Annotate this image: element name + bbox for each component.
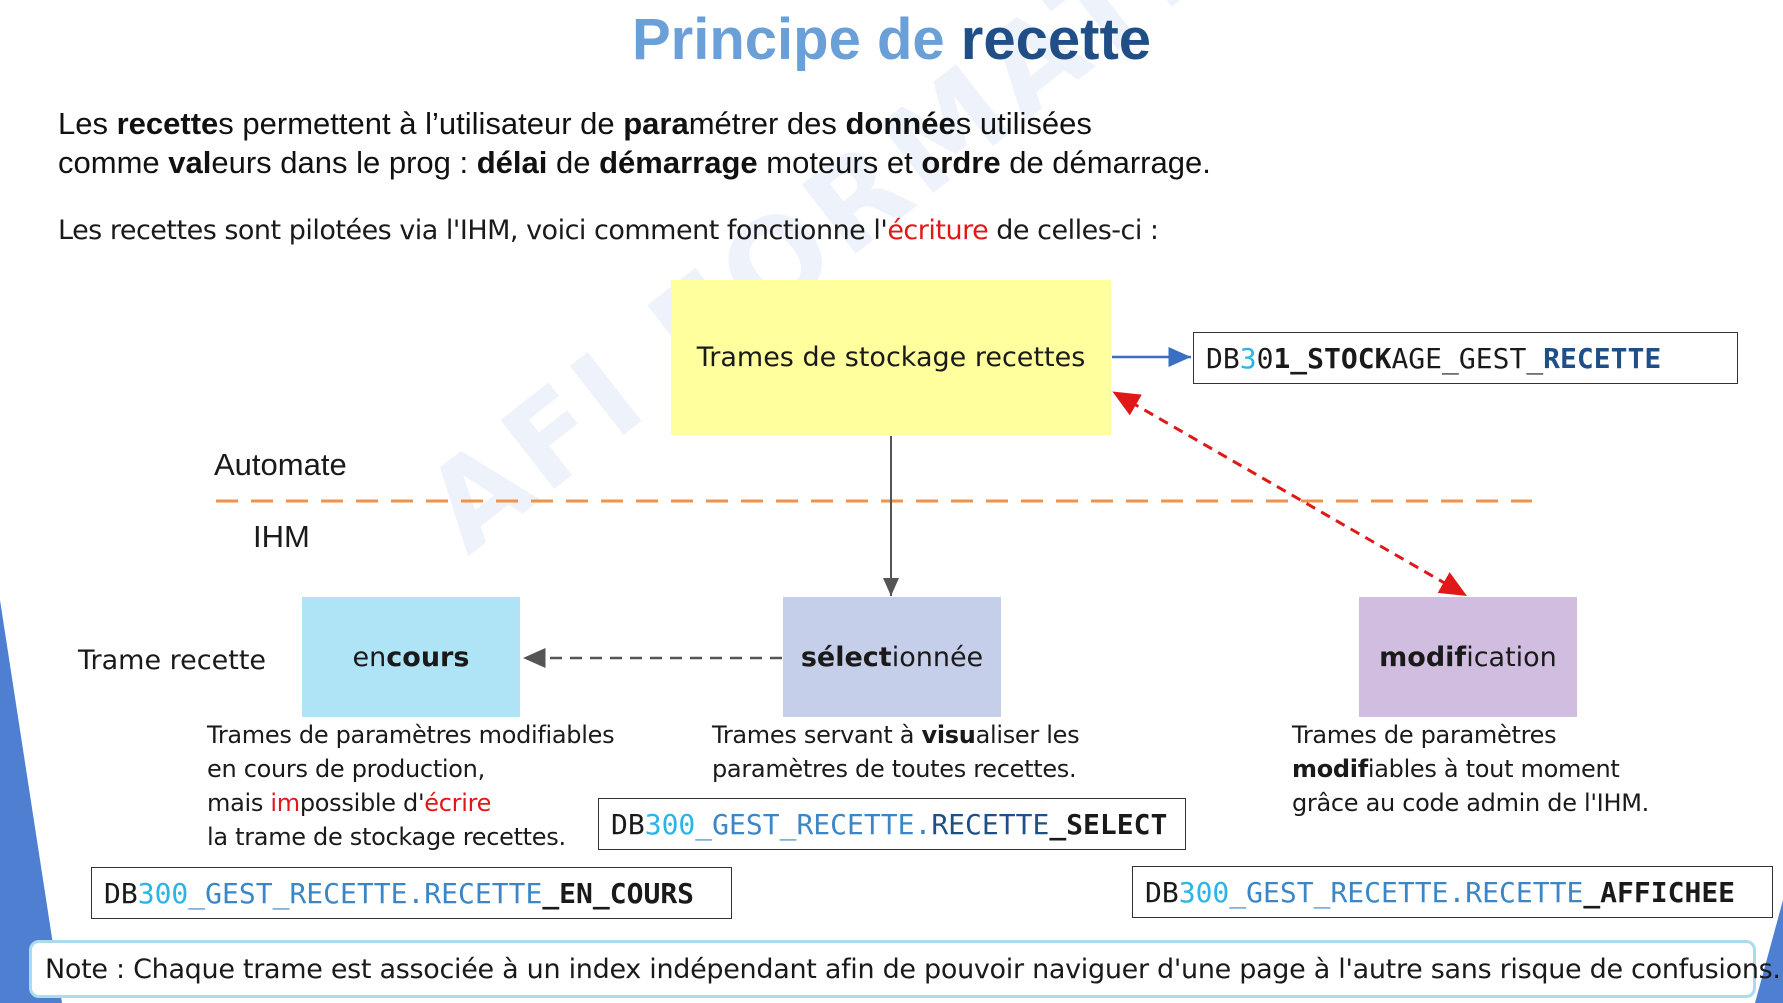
modif-storage-bidirectional-arrow <box>1112 391 1468 598</box>
encours-description: Trames de paramètres modifiables en cour… <box>207 721 615 851</box>
storage-box: Trames de stockage recettes <box>671 280 1111 435</box>
encours-box: en cours <box>302 597 520 717</box>
note-banner: Note : Chaque trame est associée à un in… <box>29 940 1781 998</box>
trame-recette-label: Trame recette <box>78 645 267 676</box>
page-title: Principe de recette <box>0 6 1783 73</box>
intro-line-2: comme valeurs dans le prog : délai de dé… <box>58 145 1211 180</box>
modif-description: Trames de paramètres modifiables à tout … <box>1292 721 1649 817</box>
select-description: Trames servant à visualiser les paramètr… <box>712 721 1080 783</box>
automate-label: Automate <box>214 447 347 482</box>
title-word-principe: Principe <box>631 7 861 72</box>
subline: Les recettes sont pilotées via l'IHM, vo… <box>58 215 1159 246</box>
ihm-label: IHM <box>253 519 310 554</box>
left-blue-triangle <box>0 600 62 1003</box>
right-blue-triangle <box>1755 900 1783 1003</box>
title-word-de: de <box>876 7 945 72</box>
intro-line-1: Les recettes permettent à l’utilisateur … <box>58 106 1092 141</box>
title-word-recette: recette <box>960 7 1152 72</box>
